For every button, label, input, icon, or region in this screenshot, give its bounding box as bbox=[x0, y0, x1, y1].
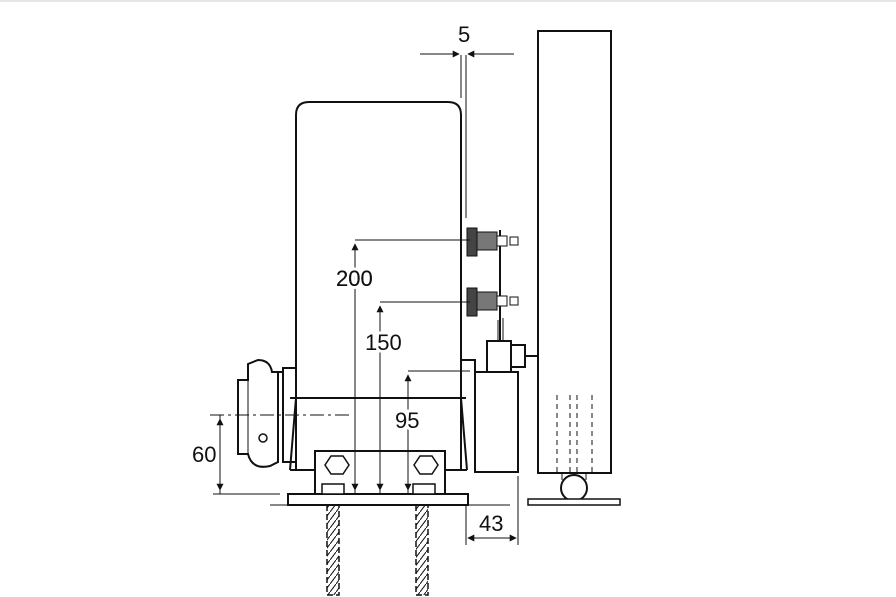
dimension-height-a-label: 200 bbox=[336, 266, 373, 291]
limit-switch-lower bbox=[466, 287, 519, 317]
bolt-head-right bbox=[412, 483, 436, 495]
dimension-gap-top: 5 bbox=[420, 22, 514, 218]
dimension-height-b-label: 150 bbox=[365, 330, 402, 355]
dimension-height-a: 200 200 bbox=[333, 239, 470, 494]
pinion-assembly bbox=[461, 318, 540, 473]
dimension-offset-bottom-label: 43 bbox=[479, 511, 503, 536]
gate-leaf bbox=[527, 30, 621, 506]
dimension-height-c-label: 95 bbox=[395, 408, 419, 433]
hex-nut-left bbox=[324, 455, 350, 475]
dimension-gap-top-label: 5 bbox=[458, 22, 470, 47]
motor-housing bbox=[295, 101, 462, 470]
limit-switch-upper bbox=[466, 227, 519, 257]
dimension-height-c: 95 bbox=[392, 370, 470, 494]
base-plate bbox=[287, 493, 469, 506]
dimension-height-a-text: 200 bbox=[336, 266, 373, 291]
dimension-height-b: 150 bbox=[362, 301, 470, 494]
motor-base bbox=[289, 397, 468, 471]
dimension-offset-bottom: 43 bbox=[465, 476, 519, 545]
dimension-axis-height-label: 60 bbox=[192, 442, 216, 467]
dimension-axis-height: 60 bbox=[189, 415, 280, 495]
gate-wheel bbox=[560, 474, 588, 502]
anchor-bolts bbox=[326, 504, 429, 596]
bolt-head-left bbox=[321, 483, 345, 495]
release-knob bbox=[237, 358, 296, 468]
limit-switch-bracket bbox=[466, 227, 519, 342]
hex-nut-right bbox=[413, 455, 439, 475]
gate-track bbox=[527, 498, 621, 506]
